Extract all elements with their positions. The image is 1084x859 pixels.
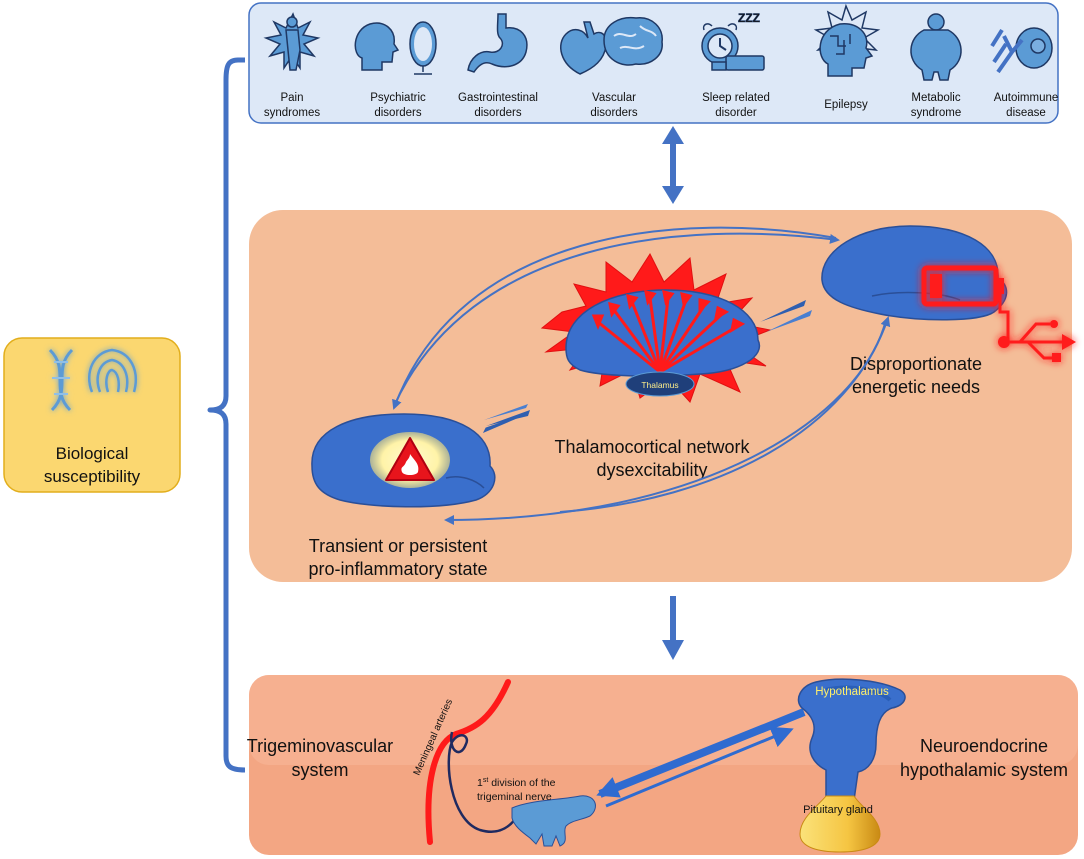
comorbidity-label-line2: disease (1006, 107, 1046, 119)
arrow-hypothalamus-to-trigeminal (596, 708, 806, 798)
inflammation-label-line1: Transient or persistent (309, 536, 487, 556)
comorbidity-label-line1: Vascular (592, 92, 636, 104)
comorbidity-label-line1: Gastrointestinal (458, 92, 538, 104)
energy-brain-icon (821, 225, 1008, 321)
susceptibility-label-line1: Biological (56, 444, 129, 463)
comorbidity-label-line2: disorders (374, 107, 422, 119)
equilibrium-arrows-left (482, 404, 530, 433)
fire-warning-icon (385, 437, 435, 481)
low-battery-usb-icon (921, 265, 1076, 362)
nerve-label-rest: division of the (488, 777, 555, 789)
obese-figure-icon (910, 13, 962, 81)
neuroendocrine-label-line1: Neuroendocrine (920, 736, 1048, 756)
thalamocortical-label-line1: Thalamocortical network (554, 437, 750, 457)
brace-connector (207, 57, 246, 773)
energy-label-line1: Disproportionate (850, 354, 982, 374)
comorbidity-label-line1: Autoimmune (994, 92, 1059, 104)
comorbidity-label-line1: Psychiatric (370, 92, 426, 104)
thalamocortical-label-line2: dysexcitability (596, 460, 707, 480)
comorbidity-label-line2: disorder (715, 107, 757, 119)
inflammation-label-line2: pro-inflammatory state (308, 559, 487, 579)
arrow-trigeminal-to-hypothalamus (605, 726, 794, 808)
comorbidity-label-line2: syndromes (264, 107, 320, 119)
hypothalamus-pituitary-icon (797, 678, 906, 853)
neuroendocrine-label-line2: hypothalamic system (900, 760, 1068, 780)
comorbidity-label-line1: Epilepsy (824, 99, 868, 111)
arrow-lower-curve-back (559, 316, 891, 513)
epileptic-head-icon (813, 3, 881, 77)
trigeminal-ganglion-icon (511, 795, 596, 847)
trigeminovascular-label-line1: Trigeminovascular (247, 736, 393, 756)
bidirectional-arrow-top (662, 126, 684, 204)
comorbidity-label-line2: disorders (590, 107, 638, 119)
head-mirror-icon (354, 21, 437, 75)
comorbidity-label-line1: Sleep related (702, 92, 770, 104)
comorbidity-labels: Pain syndromes Psychiatric disorders Gas… (264, 92, 1058, 119)
stomach-icon (467, 13, 528, 73)
trigeminovascular-label-line2: system (291, 760, 348, 780)
hypothalamus-label: Hypothalamus (815, 686, 889, 698)
dna-fingerprint-icon (48, 348, 137, 412)
nerve-label-number: 1 (477, 777, 483, 789)
down-arrow-middle-bottom (662, 596, 684, 660)
comorbidity-label-line1: Metabolic (911, 92, 960, 104)
sleep-z-text: ZZZ (738, 11, 760, 25)
comorbidity-label-line1: Pain (280, 92, 303, 104)
arrow-energy-to-inflammation (392, 226, 837, 410)
nerve-label-line2: trigeminal nerve (477, 791, 552, 803)
comorbidity-label-line2: disorders (474, 107, 522, 119)
alarm-clock-bed-icon: ZZZ (701, 11, 765, 71)
antibody-cell-icon (990, 27, 1053, 74)
susceptibility-label-line2: susceptibility (44, 467, 141, 486)
arrow-top-curve (393, 232, 840, 407)
trigeminal-nerve-icon (447, 731, 522, 833)
nerve-label-line1: 1st division of the (477, 777, 556, 789)
comorbidity-label-line2: syndrome (911, 107, 962, 119)
meningeal-artery-icon (425, 679, 511, 845)
pituitary-label: Pituitary gland (803, 804, 873, 816)
energy-label-line2: energetic needs (852, 377, 980, 397)
nerve-label-superscript: st (483, 777, 489, 784)
thalamocortical-brain-icon: Thalamus (540, 252, 772, 403)
pain-figure-icon (263, 12, 321, 71)
thalamus-label: Thalamus (641, 380, 678, 390)
equilibrium-arrows-right (760, 300, 812, 332)
heart-brain-icon (560, 16, 663, 75)
